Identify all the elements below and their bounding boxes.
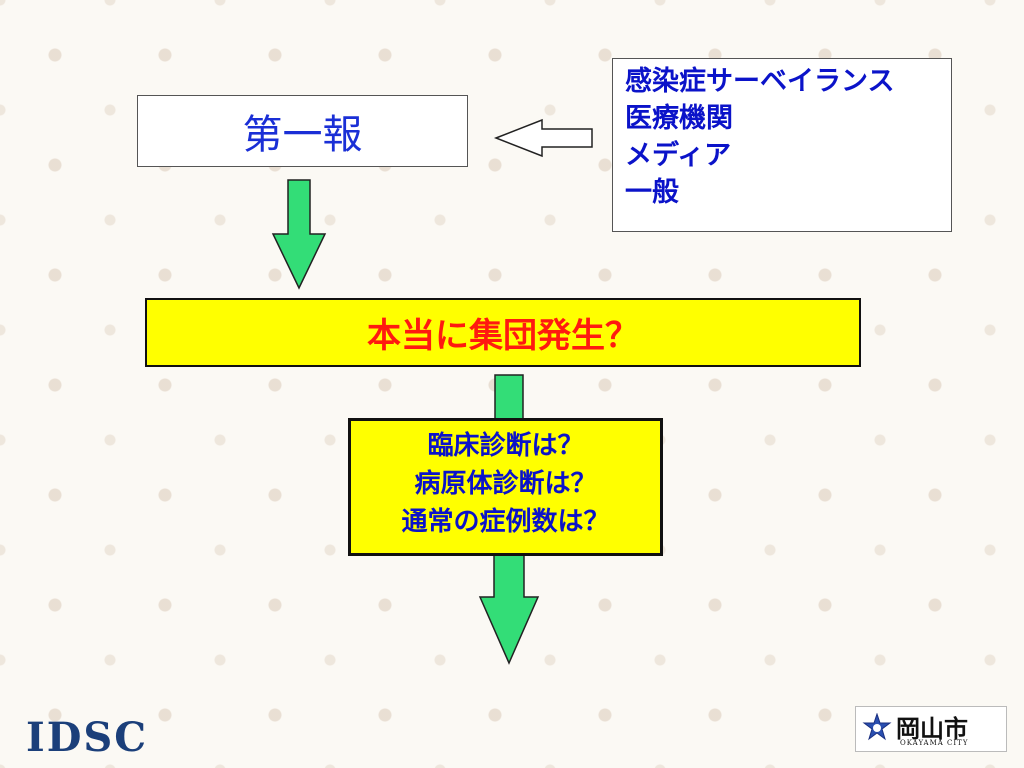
source-item: 一般 [625, 177, 679, 208]
okayama-city-logo: 岡山市 OKAYAMA CITY [855, 706, 1007, 752]
sources-box: 感染症サーベイランス 医療機関 メディア 一般 [612, 58, 952, 232]
checks-box: 臨床診断は？ 病原体診断は？ 通常の症例数は？ [348, 418, 663, 556]
okayama-logo-subtext: OKAYAMA CITY [900, 739, 969, 747]
arrow-down-1 [271, 179, 327, 290]
source-item: 感染症サーベイランス [625, 66, 895, 97]
idsc-logo: IDSC [26, 714, 149, 761]
arrow-down-2-upper [494, 374, 524, 422]
check-item: 臨床診断は？ [427, 431, 584, 461]
first-report-text: 第一報 [242, 112, 363, 158]
outbreak-question-box: 本当に集団発生？ [145, 298, 861, 367]
source-item: メディア [625, 140, 732, 171]
source-item: 医療機関 [625, 103, 733, 134]
okayama-logo-text: 岡山市 [896, 715, 968, 743]
arrow-from-sources [493, 118, 593, 158]
first-report-box: 第一報 [137, 95, 468, 167]
city-emblem-icon [862, 713, 892, 741]
arrow-down-2-lower [478, 554, 540, 665]
check-item: 病原体診断は？ [414, 469, 597, 499]
check-item: 通常の症例数は？ [401, 507, 610, 537]
outbreak-question-text: 本当に集団発生？ [367, 316, 639, 356]
